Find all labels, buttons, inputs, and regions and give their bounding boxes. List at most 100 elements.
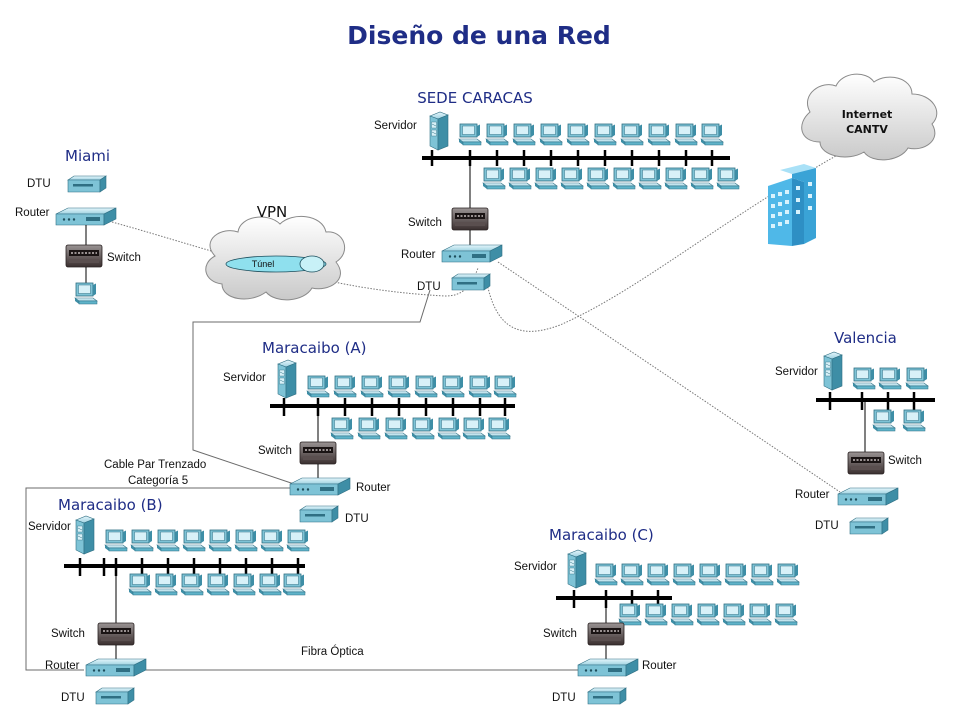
internet-cloud: Internet CANTV [801, 73, 938, 161]
workstation-icon [644, 603, 668, 626]
router-icon [837, 487, 899, 506]
workstation-icon [672, 563, 696, 586]
workstation-icon [232, 573, 256, 596]
site-label-maracaibo-a: Maracaibo (A) [262, 339, 367, 357]
workstation-icon [670, 603, 694, 626]
workstation-icon [156, 529, 180, 552]
cable-label-line1: Cable Par Trenzado [104, 459, 206, 471]
server-label: Servidor [514, 561, 557, 573]
workstation-icon [646, 563, 670, 586]
workstation-icon [698, 563, 722, 586]
workstation-icon [618, 603, 642, 626]
workstation-icon [774, 603, 798, 626]
router-label: Router [45, 660, 80, 672]
server-icon [823, 351, 843, 391]
router-icon [577, 658, 639, 677]
workstation-icon [620, 563, 644, 586]
workstation-icon [482, 167, 506, 190]
workstation-icon [560, 167, 584, 190]
workstation-icon [411, 417, 435, 440]
workstation-icon [306, 375, 330, 398]
cable-label-line2: Categoría 5 [128, 475, 188, 487]
workstation-icon [690, 167, 714, 190]
workstation-icon [878, 367, 902, 390]
workstation-icon [776, 563, 800, 586]
workstation-icon [333, 375, 357, 398]
dtu-icon [299, 505, 339, 523]
cantv-label: CANTV [846, 123, 888, 136]
workstation-icon [638, 167, 662, 190]
workstation-icon [566, 123, 590, 146]
site-caracas: SEDE CARACAS Servidor [374, 89, 740, 293]
workstation-icon [716, 167, 740, 190]
switch-label: Switch [258, 445, 292, 457]
dtu-label: DTU [345, 513, 369, 525]
dtu-label: DTU [552, 692, 576, 704]
dtu-icon [849, 517, 889, 535]
site-label-maracaibo-c: Maracaibo (C) [549, 526, 654, 544]
switch-label: Switch [107, 252, 141, 264]
site-label-maracaibo-b: Maracaibo (B) [58, 496, 163, 514]
building-icon [768, 164, 816, 246]
dtu-label: DTU [61, 692, 85, 704]
workstation-icon [260, 529, 284, 552]
workstation-icon [593, 123, 617, 146]
workstation-icon [620, 123, 644, 146]
server-label: Servidor [775, 366, 818, 378]
fiber-frame [25, 487, 300, 671]
site-maracaibo-b: Maracaibo (B) Servidor Switch Router [28, 496, 310, 705]
server-label: Servidor [223, 372, 266, 384]
server-icon [429, 111, 449, 151]
workstation-icon [696, 603, 720, 626]
workstation-icon [905, 367, 929, 390]
workstation-icon [594, 563, 618, 586]
workstation-icon [360, 375, 384, 398]
workstation-icon [441, 375, 465, 398]
router-icon [55, 207, 117, 226]
server-icon [277, 359, 297, 399]
workstation-icon [750, 563, 774, 586]
workstation-icon [330, 417, 354, 440]
internet-link [485, 147, 851, 332]
workstation-icon [664, 167, 688, 190]
workstation-icon [872, 409, 896, 432]
switch-label: Switch [408, 217, 442, 229]
server-label: Servidor [28, 521, 71, 533]
workstation-icon [286, 529, 310, 552]
dtu-label: DTU [27, 178, 51, 190]
valencia-link [497, 261, 841, 493]
switch-label: Switch [51, 628, 85, 640]
workstation-icon [539, 123, 563, 146]
site-maracaibo-c: Maracaibo (C) Servidor Switch Router DTU [514, 526, 800, 705]
workstation-icon [387, 375, 411, 398]
router-icon [441, 244, 503, 263]
workstation-icon [722, 603, 746, 626]
workstation-icon [206, 573, 230, 596]
workstation-icon [462, 417, 486, 440]
page-title: Diseño de una Red [347, 21, 611, 50]
router-icon [289, 477, 351, 496]
server-icon [75, 515, 95, 555]
dtu-label: DTU [815, 520, 839, 532]
workstation-icon [512, 123, 536, 146]
workstation-icon [724, 563, 748, 586]
workstation-icon [384, 417, 408, 440]
workstation-icon [182, 529, 206, 552]
workstation-icon [493, 375, 517, 398]
dtu-label: DTU [417, 281, 441, 293]
workstation-icon [485, 123, 509, 146]
internet-label: Internet [842, 108, 893, 121]
router-label: Router [15, 207, 50, 219]
switch-icon [847, 451, 885, 475]
dtu-icon [587, 687, 627, 705]
switch-icon [97, 622, 135, 646]
site-label-miami: Miami [65, 147, 110, 165]
workstation-icon [357, 417, 381, 440]
site-miami: Miami DTU Router Switch [15, 147, 141, 305]
workstation-icon [748, 603, 772, 626]
workstation-icon [234, 529, 258, 552]
workstation-icon [208, 529, 232, 552]
workstation-icon [468, 375, 492, 398]
switch-label: Switch [888, 455, 922, 467]
